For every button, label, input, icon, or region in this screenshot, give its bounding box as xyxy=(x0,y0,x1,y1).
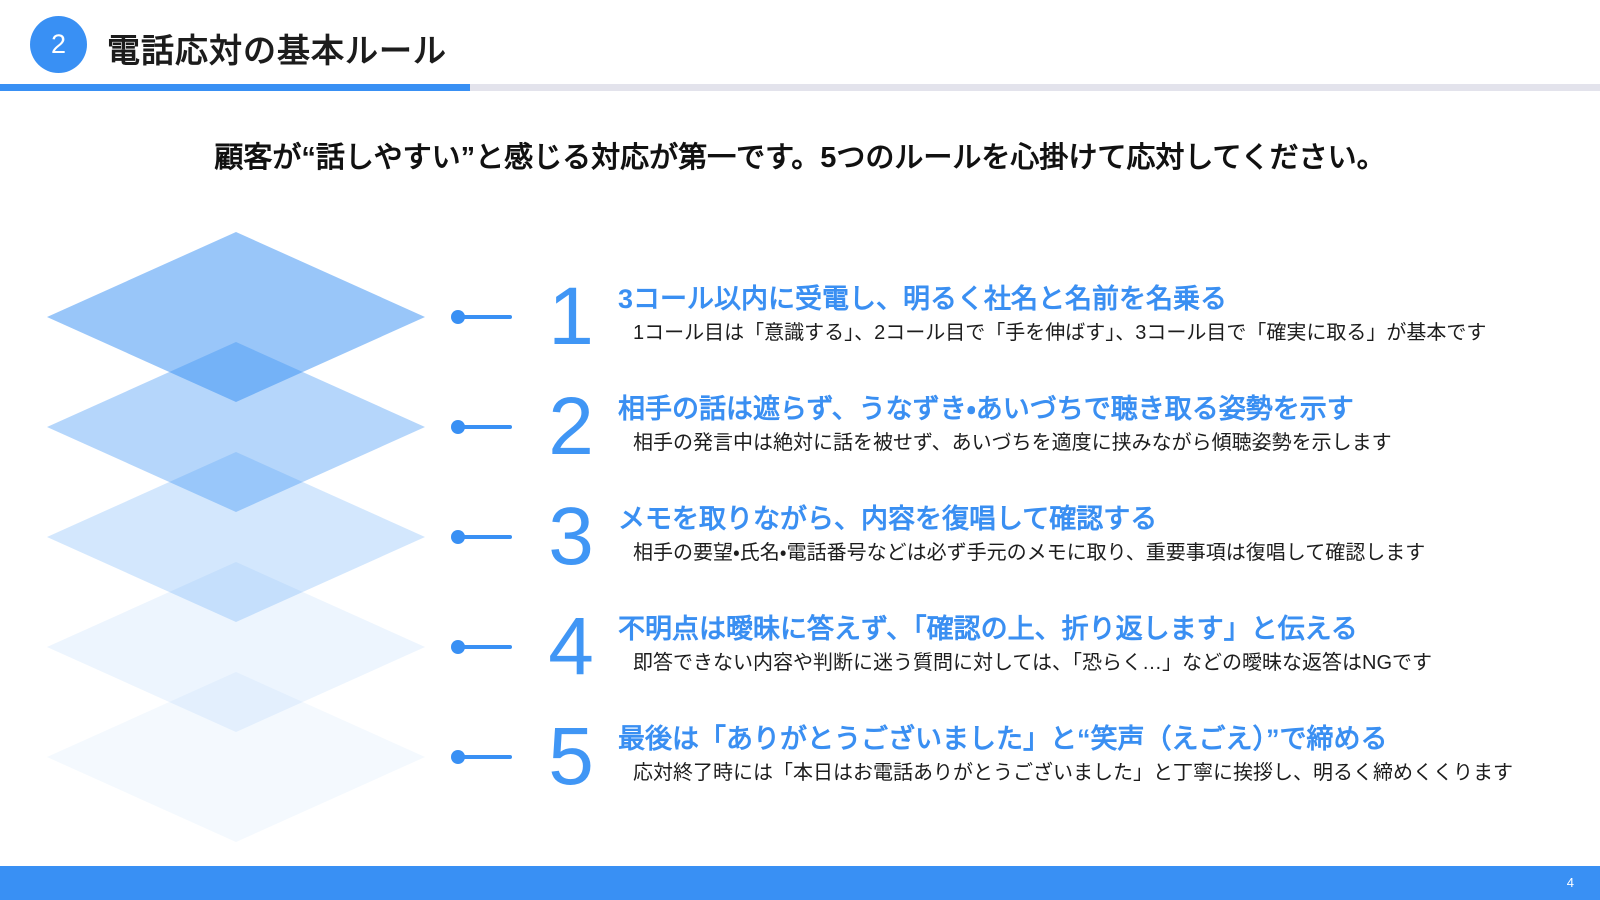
rule-heading: 最後は「ありがとうございました」と“笑声（えごえ）”で締める xyxy=(618,724,1388,754)
section-number-badge: 2 xyxy=(30,16,87,73)
rule-row-4: 4 不明点は曖昧に答えず、「確認の上、折り返します」と伝える 即答できない内容や… xyxy=(440,592,1600,704)
layered-diamond-diagram xyxy=(47,232,425,842)
header-divider-accent xyxy=(0,84,470,91)
rule-row-2: 2 相手の話は遮らず、うなずき・あいづちで聴き取る姿勢を示す 相手の発言中は絶対… xyxy=(440,372,1600,484)
rule-text-block: 不明点は曖昧に答えず、「確認の上、折り返します」と伝える 即答できない内容や判断… xyxy=(618,614,1578,676)
header-divider xyxy=(0,84,1600,91)
slide-subtitle: 顧客が“話しやすい”と感じる対応が第一です。5つのルールを心掛けて応対してくださ… xyxy=(214,142,1386,174)
rule-number: 2 xyxy=(548,381,594,472)
connector-line xyxy=(458,315,512,319)
rule-heading: 不明点は曖昧に答えず、「確認の上、折り返します」と伝える xyxy=(618,614,1358,644)
rule-row-3: 3 メモを取りながら、内容を復唱して確認する 相手の要望・氏名・電話番号などは必… xyxy=(440,482,1600,594)
rule-heading: メモを取りながら、内容を復唱して確認する xyxy=(618,504,1158,534)
rule-description: 即答できない内容や判断に迷う質問に対しては、「恐らく…」などの曖昧な返答はNGで… xyxy=(633,652,1432,674)
connector-line xyxy=(458,535,512,539)
rule-text-block: メモを取りながら、内容を復唱して確認する 相手の要望・氏名・電話番号などは必ず手… xyxy=(618,504,1578,566)
rule-number: 1 xyxy=(548,271,594,362)
rule-text-block: 相手の話は遮らず、うなずき・あいづちで聴き取る姿勢を示す 相手の発言中は絶対に話… xyxy=(618,394,1578,456)
rule-text-block: 3コール以内に受電し、明るく社名と名前を名乗る 1コール目は「意識する」、2コー… xyxy=(618,284,1578,346)
rule-description: 応対終了時には「本日はお電話ありがとうございました」と丁寧に挨拶し、明るく締めく… xyxy=(633,762,1513,784)
rule-description: 1コール目は「意識する」、2コール目で「手を伸ばす」、3コール目で「確実に取る」… xyxy=(633,322,1487,344)
section-number: 2 xyxy=(50,29,67,59)
rule-row-5: 5 最後は「ありがとうございました」と“笑声（えごえ）”で締める 応対終了時には… xyxy=(440,702,1600,814)
layer-diamond-5 xyxy=(47,672,425,842)
rule-description: 相手の発言中は絶対に話を被せず、あいづちを適度に挟みながら傾聴姿勢を示します xyxy=(633,432,1392,454)
rule-text-block: 最後は「ありがとうございました」と“笑声（えごえ）”で締める 応対終了時には「本… xyxy=(618,724,1578,786)
rule-description: 相手の要望・氏名・電話番号などは必ず手元のメモに取り、重要事項は復唱して確認しま… xyxy=(633,542,1426,564)
rules-list: 1 3コール以内に受電し、明るく社名と名前を名乗る 1コール目は「意識する」、2… xyxy=(440,0,1600,900)
rule-row-1: 1 3コール以内に受電し、明るく社名と名前を名乗る 1コール目は「意識する」、2… xyxy=(440,262,1600,374)
footer-bar: 4 xyxy=(0,866,1600,900)
rule-number: 5 xyxy=(548,711,594,802)
connector-line xyxy=(458,645,512,649)
rule-heading: 3コール以内に受電し、明るく社名と名前を名乗る xyxy=(618,284,1228,314)
page-title: 電話応対の基本ルール xyxy=(107,32,447,69)
rule-number: 3 xyxy=(548,491,594,582)
connector-line xyxy=(458,425,512,429)
connector-line xyxy=(458,755,512,759)
rule-heading: 相手の話は遮らず、うなずき・あいづちで聴き取る姿勢を示す xyxy=(618,394,1354,424)
rule-number: 4 xyxy=(548,601,594,692)
page-number: 4 xyxy=(1566,875,1574,890)
